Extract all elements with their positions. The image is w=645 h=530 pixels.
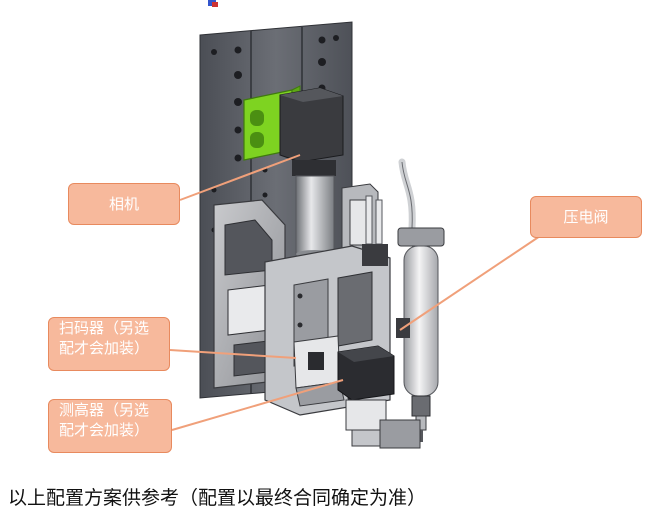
- piezo-valve-label-text: 压电阀: [563, 208, 609, 226]
- tube-fittings: [362, 158, 416, 266]
- scanner-label-line2: 配才会加装）: [59, 339, 150, 357]
- height-label-line2: 配才会加装）: [59, 421, 150, 439]
- valve-leader: [399, 227, 553, 331]
- camera-label-text: 相机: [108, 195, 139, 213]
- camera-label: 相机: [68, 183, 180, 225]
- leader-lines: [169, 154, 553, 431]
- camera: [279, 87, 344, 258]
- height-label-line1: 测高器（另选: [59, 401, 150, 419]
- scanner-leader: [169, 349, 297, 359]
- camera-leader: [179, 154, 301, 201]
- caption: 以上配置方案供参考（配置以最终合同确定为准）: [8, 487, 427, 509]
- piezo-valve: [396, 227, 445, 442]
- barcode-scanner: [293, 335, 345, 407]
- barcode-scanner-label: 扫码器（另选 配才会加装）: [48, 317, 170, 371]
- height-leader: [171, 379, 344, 431]
- piezo-valve-label: 压电阀: [530, 196, 642, 238]
- scanner-label-line1: 扫码器（另选: [59, 319, 150, 337]
- height-sensor: [337, 345, 421, 449]
- top-marker-icon: [208, 0, 218, 7]
- height-sensor-label: 测高器（另选 配才会加装）: [48, 399, 172, 453]
